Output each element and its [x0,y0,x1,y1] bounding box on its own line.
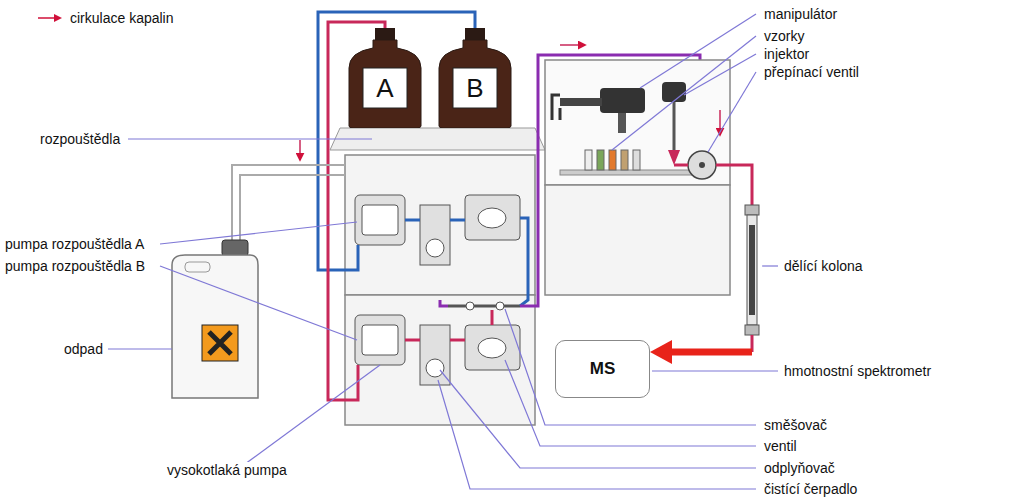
ms-label: MS [590,359,616,379]
waste-canister [172,240,258,398]
mixer [466,302,474,310]
separation-column [745,205,759,352]
part-label: pumpa rozpouštědla A [3,236,146,252]
part-label: vzorky [762,28,806,44]
bottle-label: A [376,73,393,104]
flow-to-ms [665,349,752,356]
part-label: směšovač [762,417,829,433]
part-label: manipulátor [762,6,839,22]
part-label: rozpouštědla [38,131,122,147]
legend-text: cirkulace kapalin [70,10,174,26]
legend-arrow [36,12,64,24]
part-label: hmotnostní spektrometr [782,363,933,379]
tubing-red [405,310,492,340]
solvent-bottle: B [435,28,515,128]
flow-to-ms [650,340,672,364]
solvent-bottle: A [345,28,425,128]
valve [465,325,520,370]
switching-valve [674,151,752,205]
legend-item: cirkulace kapalin [36,10,174,26]
mixer [448,305,520,308]
part-label: pumpa rozpouštědla B [3,258,147,274]
leader-lines [108,14,778,489]
mixer [496,302,504,310]
degasser [420,205,450,265]
tubing-blue [405,218,528,306]
part-label: ventil [762,438,799,454]
sample-manipulator [552,88,645,133]
valve [478,208,506,228]
bottle-label: B [466,73,483,104]
autosampler [545,185,730,295]
part-label: přepínací ventil [762,64,861,80]
pump-head [362,205,398,235]
pump-module-a [345,155,535,295]
flow-arrow [299,140,301,160]
mass-spectrometer-box: MS [555,340,650,398]
waste-tubing [232,165,345,250]
part-label: čistící čerpadlo [762,481,859,497]
degasser [426,359,444,377]
part-label: odplyňovač [762,460,837,476]
part-label: injektor [762,46,811,62]
pump-head [355,195,405,245]
sample-vials [585,150,640,170]
sample-rack [560,170,710,175]
pump-head [355,315,405,365]
flow-arrow [560,44,585,46]
part-label: odpad [62,341,105,357]
pump-head [362,325,398,355]
valve [478,338,506,358]
part-label: vysokotlaká pumpa [165,462,289,478]
degasser [426,239,444,257]
part-label: dělící kolona [782,258,865,274]
valve [465,195,520,240]
